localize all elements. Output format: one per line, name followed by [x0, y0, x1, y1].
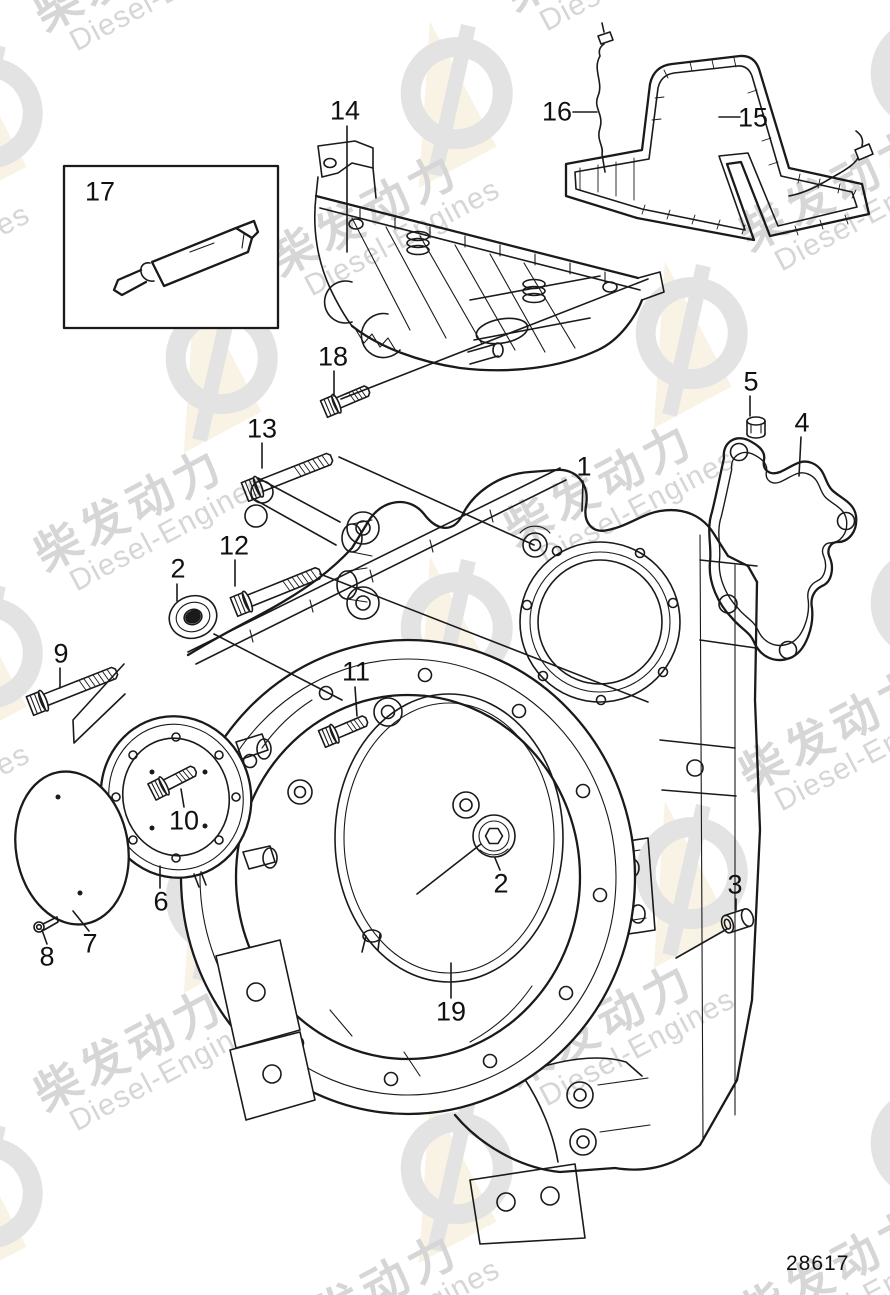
callout-4: 4 [794, 407, 810, 438]
leader-lines [41, 111, 802, 999]
callout-1: 1 [576, 451, 592, 482]
oil-pan [313, 140, 665, 372]
front-ring [179, 638, 637, 1116]
callout-19: 19 [435, 996, 467, 1027]
callout-13: 13 [246, 413, 278, 444]
callout-3: 3 [727, 869, 743, 900]
dowel-bushing [720, 908, 755, 934]
callout-7: 7 [82, 928, 98, 959]
callout-9: 9 [53, 638, 69, 669]
wiring-harness [595, 22, 874, 197]
bottom-center-feet [469, 1163, 586, 1245]
bolt-12 [229, 561, 326, 618]
callout-12: 12 [218, 530, 250, 561]
cover-disc [14, 770, 130, 926]
callout-14: 14 [329, 95, 361, 126]
plug-right [472, 814, 516, 858]
bracket-arms [244, 477, 373, 603]
flywheel-housing [179, 467, 762, 1245]
seal-left [168, 594, 218, 640]
sealant-box [62, 164, 280, 330]
callout-17: 17 [84, 176, 116, 207]
callout-11: 11 [341, 656, 371, 687]
sealant-tube [112, 219, 260, 297]
callout-8: 8 [39, 941, 55, 972]
bottom-foot [519, 1057, 651, 1163]
bolt-18 [319, 380, 374, 420]
timing-opening [519, 541, 681, 706]
callout-2-left: 2 [170, 553, 186, 584]
callout-16: 16 [541, 96, 573, 127]
callout-2-right: 2 [493, 868, 509, 899]
o-ring [334, 693, 564, 983]
adapter-plate [99, 715, 278, 888]
gasket-bridge [564, 54, 871, 242]
cover-gasket [708, 437, 858, 662]
callout-10: 10 [168, 805, 200, 836]
small-plug [746, 416, 766, 439]
callout-5: 5 [743, 366, 759, 397]
left-feet [215, 939, 316, 1121]
bolt-9 [25, 660, 122, 718]
washer-stack [406, 230, 546, 304]
drawing-number: 28617 [786, 1252, 850, 1275]
callout-6: 6 [153, 886, 169, 917]
cover-screw [33, 916, 59, 933]
callout-18: 18 [317, 341, 349, 372]
callout-15: 15 [737, 102, 769, 133]
